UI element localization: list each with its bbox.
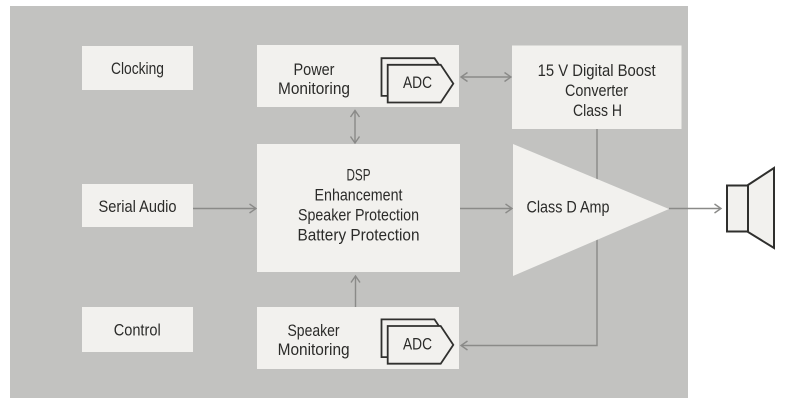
svg-text:Battery Protection: Battery Protection: [298, 226, 420, 245]
svg-text:DSP: DSP: [347, 166, 371, 185]
svg-text:Speaker Protection: Speaker Protection: [298, 206, 419, 225]
svg-text:ADC: ADC: [403, 73, 432, 92]
svg-text:Clocking: Clocking: [111, 59, 164, 78]
svg-text:Class H: Class H: [573, 101, 622, 120]
svg-text:Monitoring: Monitoring: [278, 79, 350, 98]
svg-text:Converter: Converter: [565, 81, 628, 100]
svg-text:Enhancement: Enhancement: [315, 186, 403, 205]
svg-text:Serial Audio: Serial Audio: [99, 197, 177, 216]
svg-text:15 V Digital Boost: 15 V Digital Boost: [538, 61, 656, 80]
svg-text:Class D Amp: Class D Amp: [527, 198, 610, 217]
svg-text:Speaker: Speaker: [288, 321, 340, 340]
svg-text:Control: Control: [114, 321, 161, 340]
svg-text:Monitoring: Monitoring: [278, 340, 350, 359]
svg-text:ADC: ADC: [403, 334, 432, 353]
svg-text:Power: Power: [294, 60, 335, 79]
